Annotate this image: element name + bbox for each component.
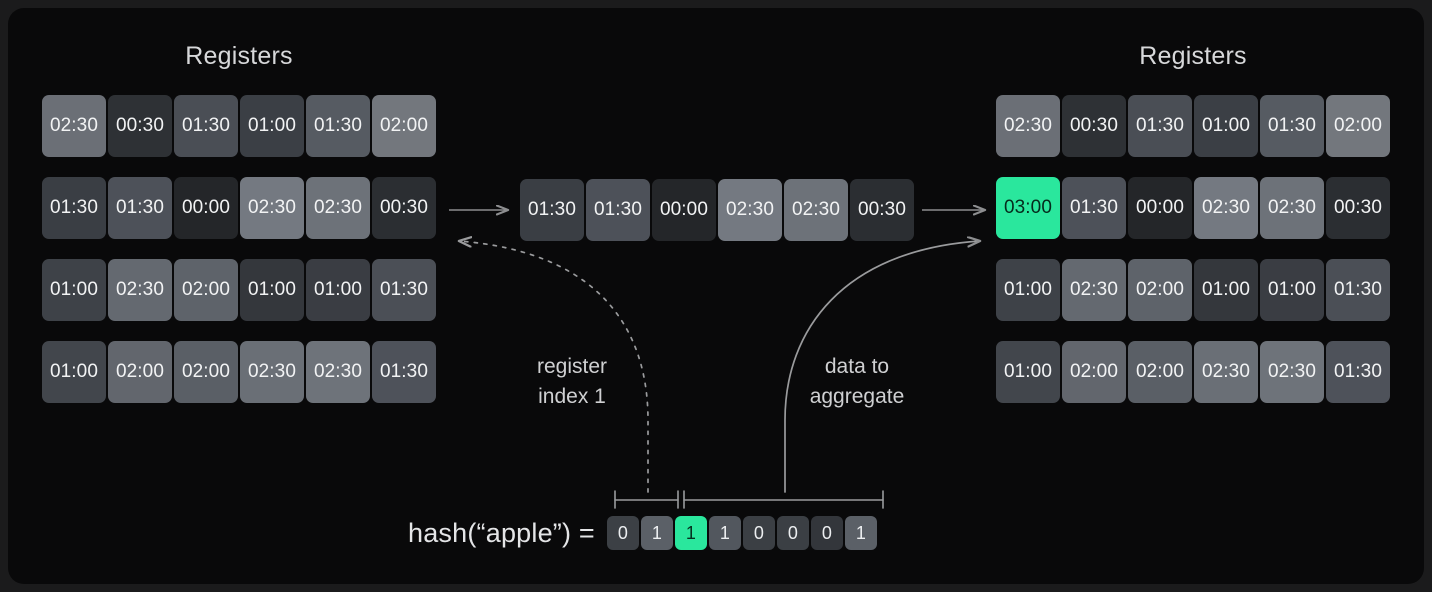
- strip-register-cell[interactable]: 00:30: [850, 179, 914, 241]
- strip-register-cell[interactable]: 01:30: [520, 179, 584, 241]
- register-cell[interactable]: 01:30: [1128, 95, 1192, 157]
- register-cell[interactable]: 02:30: [240, 177, 304, 239]
- register-cell[interactable]: 01:30: [372, 341, 436, 403]
- hash-bit[interactable]: 1: [708, 516, 741, 550]
- register-cell[interactable]: 02:30: [240, 341, 304, 403]
- register-cell[interactable]: 02:00: [1326, 95, 1390, 157]
- hash-bit[interactable]: 0: [742, 516, 775, 550]
- register-cell[interactable]: 01:30: [1326, 259, 1390, 321]
- register-cell[interactable]: 00:00: [174, 177, 238, 239]
- hash-bit[interactable]: 0: [606, 516, 639, 550]
- register-cell[interactable]: 01:00: [1194, 259, 1258, 321]
- register-cell[interactable]: 02:30: [1194, 341, 1258, 403]
- register-cell[interactable]: 00:00: [1128, 177, 1192, 239]
- register-cell[interactable]: 02:30: [306, 177, 370, 239]
- strip-register-cell[interactable]: 02:30: [784, 179, 848, 241]
- register-cell[interactable]: 01:30: [372, 259, 436, 321]
- register-cell[interactable]: 00:30: [1062, 95, 1126, 157]
- register-cell[interactable]: 02:00: [1128, 259, 1192, 321]
- register-cell[interactable]: 01:00: [1194, 95, 1258, 157]
- register-cell[interactable]: 00:30: [108, 95, 172, 157]
- strip-register-cell[interactable]: 00:00: [652, 179, 716, 241]
- hash-bit[interactable]: 1: [640, 516, 673, 550]
- register-cell[interactable]: 02:30: [1062, 259, 1126, 321]
- register-cell[interactable]: 01:00: [996, 341, 1060, 403]
- register-cell[interactable]: 02:30: [306, 341, 370, 403]
- register-cell[interactable]: 02:00: [372, 95, 436, 157]
- right-registers-title: Registers: [1139, 42, 1247, 70]
- register-cell-highlighted[interactable]: 03:00: [996, 177, 1060, 239]
- register-cell[interactable]: 02:30: [1194, 177, 1258, 239]
- hash-bit-highlighted[interactable]: 1: [674, 516, 707, 550]
- register-cell[interactable]: 01:30: [306, 95, 370, 157]
- left-registers-title: Registers: [185, 42, 293, 70]
- register-cell[interactable]: 02:30: [42, 95, 106, 157]
- register-cell[interactable]: 01:30: [1326, 341, 1390, 403]
- register-cell[interactable]: 02:00: [1062, 341, 1126, 403]
- register-cell[interactable]: 01:00: [240, 95, 304, 157]
- strip-register-cell[interactable]: 02:30: [718, 179, 782, 241]
- register-cell[interactable]: 02:00: [174, 341, 238, 403]
- hash-bit[interactable]: 0: [776, 516, 809, 550]
- hash-label: hash(“apple”) =: [408, 517, 595, 548]
- register-cell[interactable]: 01:00: [240, 259, 304, 321]
- register-cell[interactable]: 01:00: [996, 259, 1060, 321]
- register-cell[interactable]: 02:00: [108, 341, 172, 403]
- register-index-caption: register index 1: [536, 355, 608, 408]
- register-cell[interactable]: 02:00: [174, 259, 238, 321]
- register-cell[interactable]: 00:30: [372, 177, 436, 239]
- register-cell[interactable]: 02:30: [108, 259, 172, 321]
- data-to-aggregate-caption: data to aggregate: [809, 355, 905, 408]
- register-cell[interactable]: 01:00: [42, 259, 106, 321]
- register-cell[interactable]: 01:00: [306, 259, 370, 321]
- hash-bit[interactable]: 0: [810, 516, 843, 550]
- register-cell[interactable]: 00:30: [1326, 177, 1390, 239]
- register-cell[interactable]: 02:30: [1260, 341, 1324, 403]
- register-cell[interactable]: 01:30: [1260, 95, 1324, 157]
- register-cell[interactable]: 01:30: [108, 177, 172, 239]
- register-cell[interactable]: 02:30: [1260, 177, 1324, 239]
- register-cell[interactable]: 02:00: [1128, 341, 1192, 403]
- register-cell[interactable]: 01:00: [42, 341, 106, 403]
- register-cell[interactable]: 01:30: [174, 95, 238, 157]
- register-cell[interactable]: 01:00: [1260, 259, 1324, 321]
- strip-register-cell[interactable]: 01:30: [586, 179, 650, 241]
- register-cell[interactable]: 01:30: [1062, 177, 1126, 239]
- register-cell[interactable]: 01:30: [42, 177, 106, 239]
- register-cell[interactable]: 02:30: [996, 95, 1060, 157]
- hash-bit[interactable]: 1: [844, 516, 877, 550]
